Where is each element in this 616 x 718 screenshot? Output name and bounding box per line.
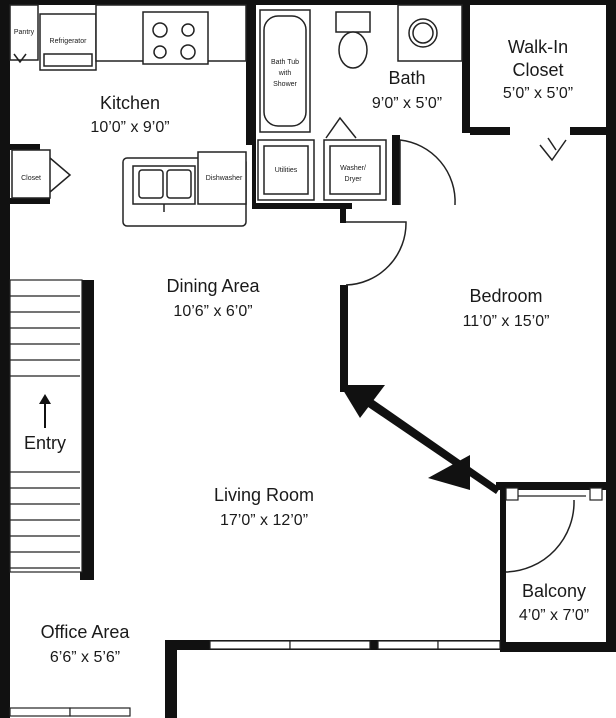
bedroom-door-swing-icon (345, 221, 407, 286)
closet-door-icon (49, 157, 72, 193)
bath-dims: 9’0” x 5’0” (372, 95, 442, 112)
entry-label: Entry (24, 433, 66, 453)
balcony-door-swing-icon (505, 499, 575, 573)
kitchen-name: Kitchen (100, 93, 160, 113)
toilet-tank (335, 11, 371, 33)
utilities-label: Utilities (275, 167, 298, 174)
refrigerator-label: Refrigerator (50, 38, 88, 45)
staircase (9, 279, 83, 573)
dishwasher (197, 151, 247, 205)
tub-label-1: Bath Tub (271, 59, 299, 66)
stove (142, 11, 209, 65)
bath-sink (397, 4, 463, 62)
bath-door-swing-icon (399, 139, 456, 206)
tub-label-3: Shower (273, 81, 297, 88)
washer-dryer-label-2: Dryer (344, 176, 362, 183)
tub-label-2: with (278, 70, 292, 77)
walkin-closet-door-icon (539, 139, 567, 162)
refrigerator (39, 13, 97, 71)
bedroom-name: Bedroom (469, 286, 542, 306)
walkin-name: Walk-In (508, 37, 568, 57)
arrow-up-icon (39, 394, 51, 404)
dining-dims: 10’6” x 6’0” (173, 303, 252, 320)
toilet-bowl (338, 31, 368, 69)
kitchen-fixtures (9, 4, 247, 227)
walkin-name-2: Closet (512, 60, 563, 80)
utilities (257, 139, 315, 201)
washer-dryer-label-1: Washer/ (340, 165, 366, 172)
fixture-labels: Pantry Refrigerator Closet Dishwasher Ut… (14, 29, 366, 183)
balcony-dims: 4’0” x 7’0” (519, 607, 589, 624)
windows (9, 640, 501, 717)
kitchen-dims: 10’0” x 9’0” (90, 119, 169, 136)
bath-name: Bath (388, 68, 425, 88)
office-name: Office Area (41, 622, 131, 642)
living-dims: 17’0” x 12’0” (220, 512, 308, 529)
pantry-door-icon (13, 53, 27, 64)
closet-label: Closet (21, 175, 41, 182)
pantry-label: Pantry (14, 29, 35, 36)
living-name: Living Room (214, 485, 314, 505)
bedroom-dims: 11’0” x 15’0” (463, 313, 550, 330)
pantry (9, 4, 39, 61)
washer-dryer (323, 139, 387, 201)
dishwasher-label: Dishwasher (206, 175, 243, 182)
bath-closet-door-icon (325, 116, 357, 139)
room-labels: Kitchen 10’0” x 9’0” Bath 9’0” x 5’0” Wa… (24, 37, 589, 666)
bathtub (259, 9, 311, 133)
closet (11, 149, 51, 199)
office-dims: 6’6” x 5’6” (50, 649, 120, 666)
walkin-dims: 5’0” x 5’0” (503, 85, 573, 102)
bath-fixtures (257, 4, 567, 206)
balcony-name: Balcony (522, 581, 586, 601)
dining-name: Dining Area (166, 276, 260, 296)
